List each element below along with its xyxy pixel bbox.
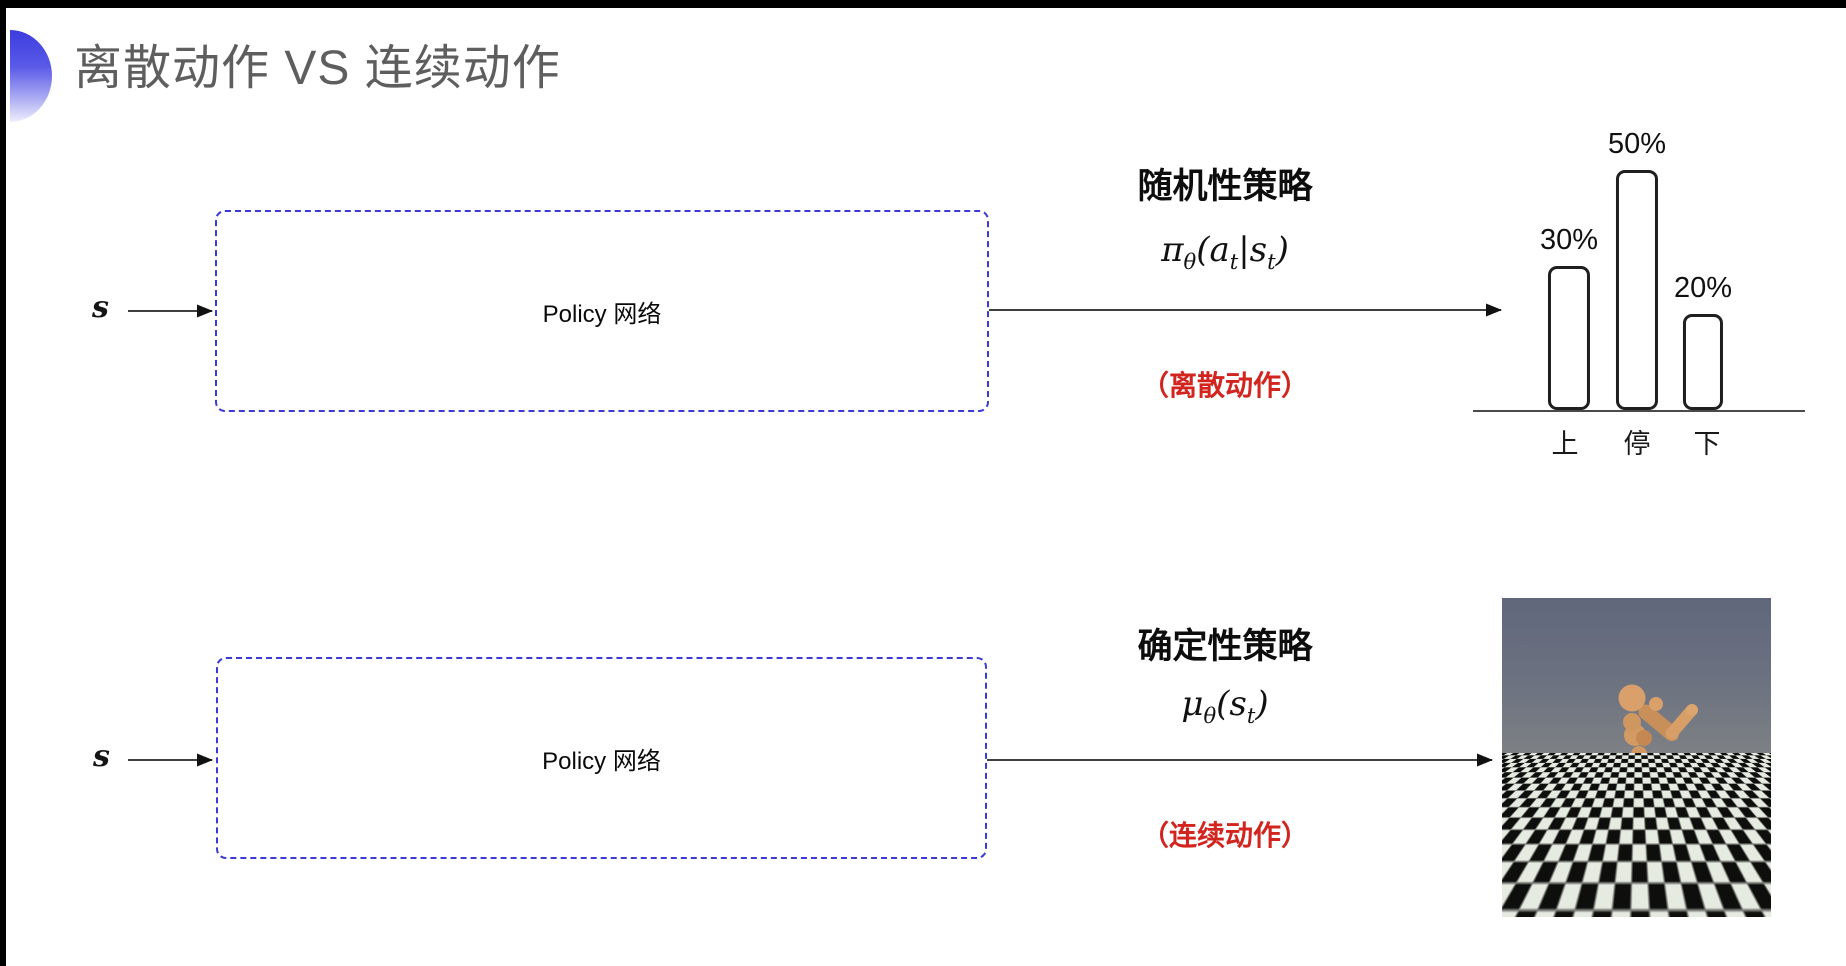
- action-probability-chart: 30% 50% 20% 上 停 下: [1473, 100, 1813, 459]
- bar-category-label: 下: [1693, 429, 1721, 459]
- state-input-label: s: [92, 290, 109, 325]
- humanoid-simulation-image: [1502, 598, 1771, 917]
- state-input-label: s: [93, 739, 110, 774]
- formula-sub: θ: [1203, 702, 1217, 728]
- bar-up: [1547, 266, 1590, 410]
- bar-value-label: 30%: [1539, 224, 1599, 256]
- formula-sub: t: [1267, 248, 1276, 274]
- policy-network-label: Policy 网络: [542, 747, 661, 775]
- formula-part: ): [1255, 684, 1269, 724]
- bar-category-label: 停: [1623, 429, 1651, 459]
- humanoid-robot: [1589, 684, 1698, 905]
- bar-group-down: 20%: [1674, 272, 1732, 410]
- page-title: 离散动作 VS 连续动作: [74, 42, 561, 95]
- bar-value-label: 20%: [1673, 272, 1733, 304]
- bar-down: [1682, 314, 1723, 410]
- formula-part: (a: [1196, 230, 1230, 270]
- deterministic-policy-formula: μθ(st): [1060, 684, 1390, 728]
- bar-group-stop: 50%: [1608, 128, 1666, 410]
- bar-group-up: 30%: [1540, 224, 1598, 410]
- action-type-label-discrete: （离散动作）: [1140, 370, 1309, 401]
- policy-type-label-deterministic: 确定性策略: [1137, 627, 1313, 666]
- formula-part: ): [1275, 230, 1289, 270]
- bar-stop: [1615, 170, 1658, 410]
- formula-fn: π: [1161, 230, 1184, 270]
- chart-baseline: [1473, 410, 1805, 412]
- formula-sub: t: [1229, 248, 1239, 274]
- policy-network-box-row2: Policy 网络: [216, 657, 987, 859]
- policy-type-label-stochastic: 随机性策略: [1137, 167, 1313, 206]
- formula-part: (s: [1216, 684, 1247, 724]
- formula-fn: μ: [1181, 684, 1204, 724]
- formula-sub: t: [1246, 702, 1256, 728]
- formula-sub: θ: [1183, 248, 1197, 274]
- formula-part: |s: [1238, 230, 1268, 270]
- bar-category-label: 上: [1551, 429, 1579, 459]
- bar-value-label: 50%: [1607, 128, 1667, 160]
- action-type-label-continuous: （连续动作）: [1140, 820, 1309, 851]
- policy-network-label: Policy 网络: [542, 300, 662, 328]
- stochastic-policy-formula: πθ(at|st): [1060, 230, 1390, 274]
- policy-network-box-row1: Policy 网络: [215, 210, 989, 412]
